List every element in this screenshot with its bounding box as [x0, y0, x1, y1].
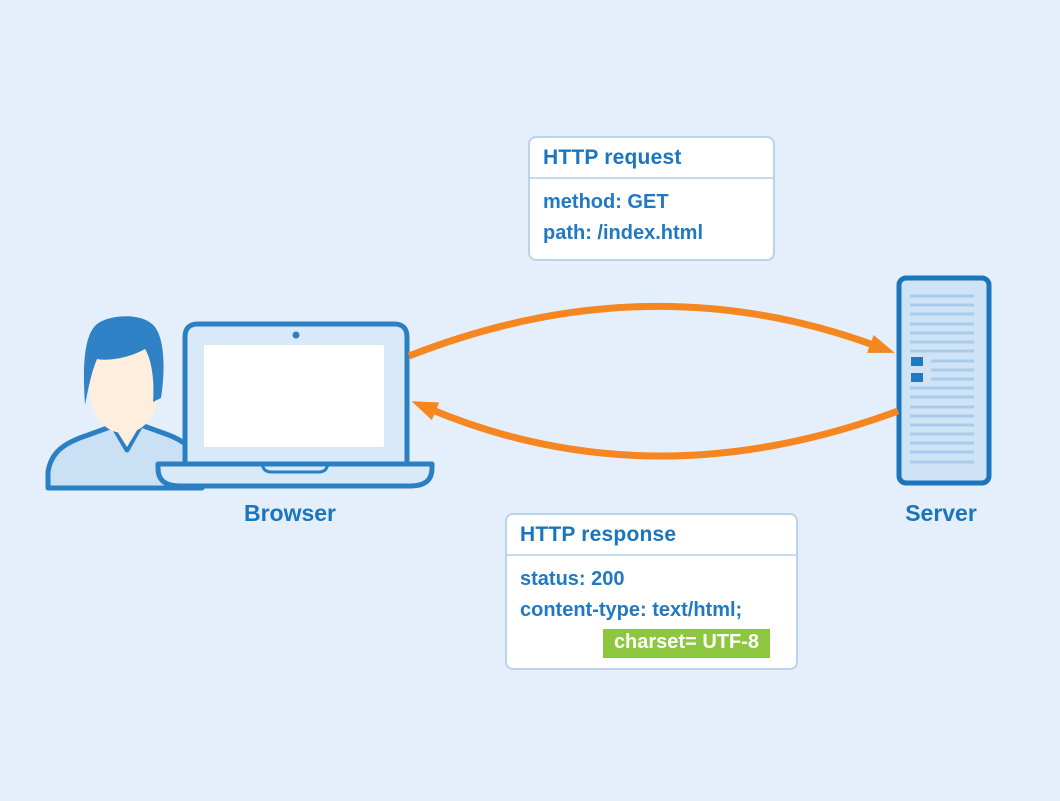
http-response-card-title: HTTP response	[507, 515, 796, 556]
response-status-line: status: 200	[520, 568, 625, 590]
server-vent-lines	[910, 294, 974, 464]
http-request-card: HTTP request method: GET path: /index.ht…	[528, 136, 775, 261]
http-request-card-title: HTTP request	[530, 138, 773, 179]
webcam-dot-icon	[292, 331, 300, 339]
laptop-icon	[155, 321, 435, 489]
server-icon	[896, 275, 992, 486]
laptop-screen	[204, 345, 384, 447]
http-response-card: HTTP response status: 200 content-type: …	[505, 513, 798, 670]
request-path-line: path: /index.html	[543, 222, 703, 244]
request-method-line: method: GET	[543, 191, 669, 213]
charset-highlight-badge: charset= UTF-8	[602, 629, 770, 658]
http-request-card-body: method: GET path: /index.html	[530, 179, 773, 259]
browser-label: Browser	[243, 500, 337, 526]
response-arrow-icon	[411, 401, 900, 460]
request-arrow-icon	[407, 302, 895, 360]
server-label: Server	[905, 500, 977, 526]
user-icon	[45, 316, 205, 491]
response-content-type-line: content-type: text/html;	[520, 599, 743, 621]
server-led-squares	[911, 357, 923, 382]
http-response-card-body: status: 200 content-type: text/html; cha…	[507, 556, 796, 668]
